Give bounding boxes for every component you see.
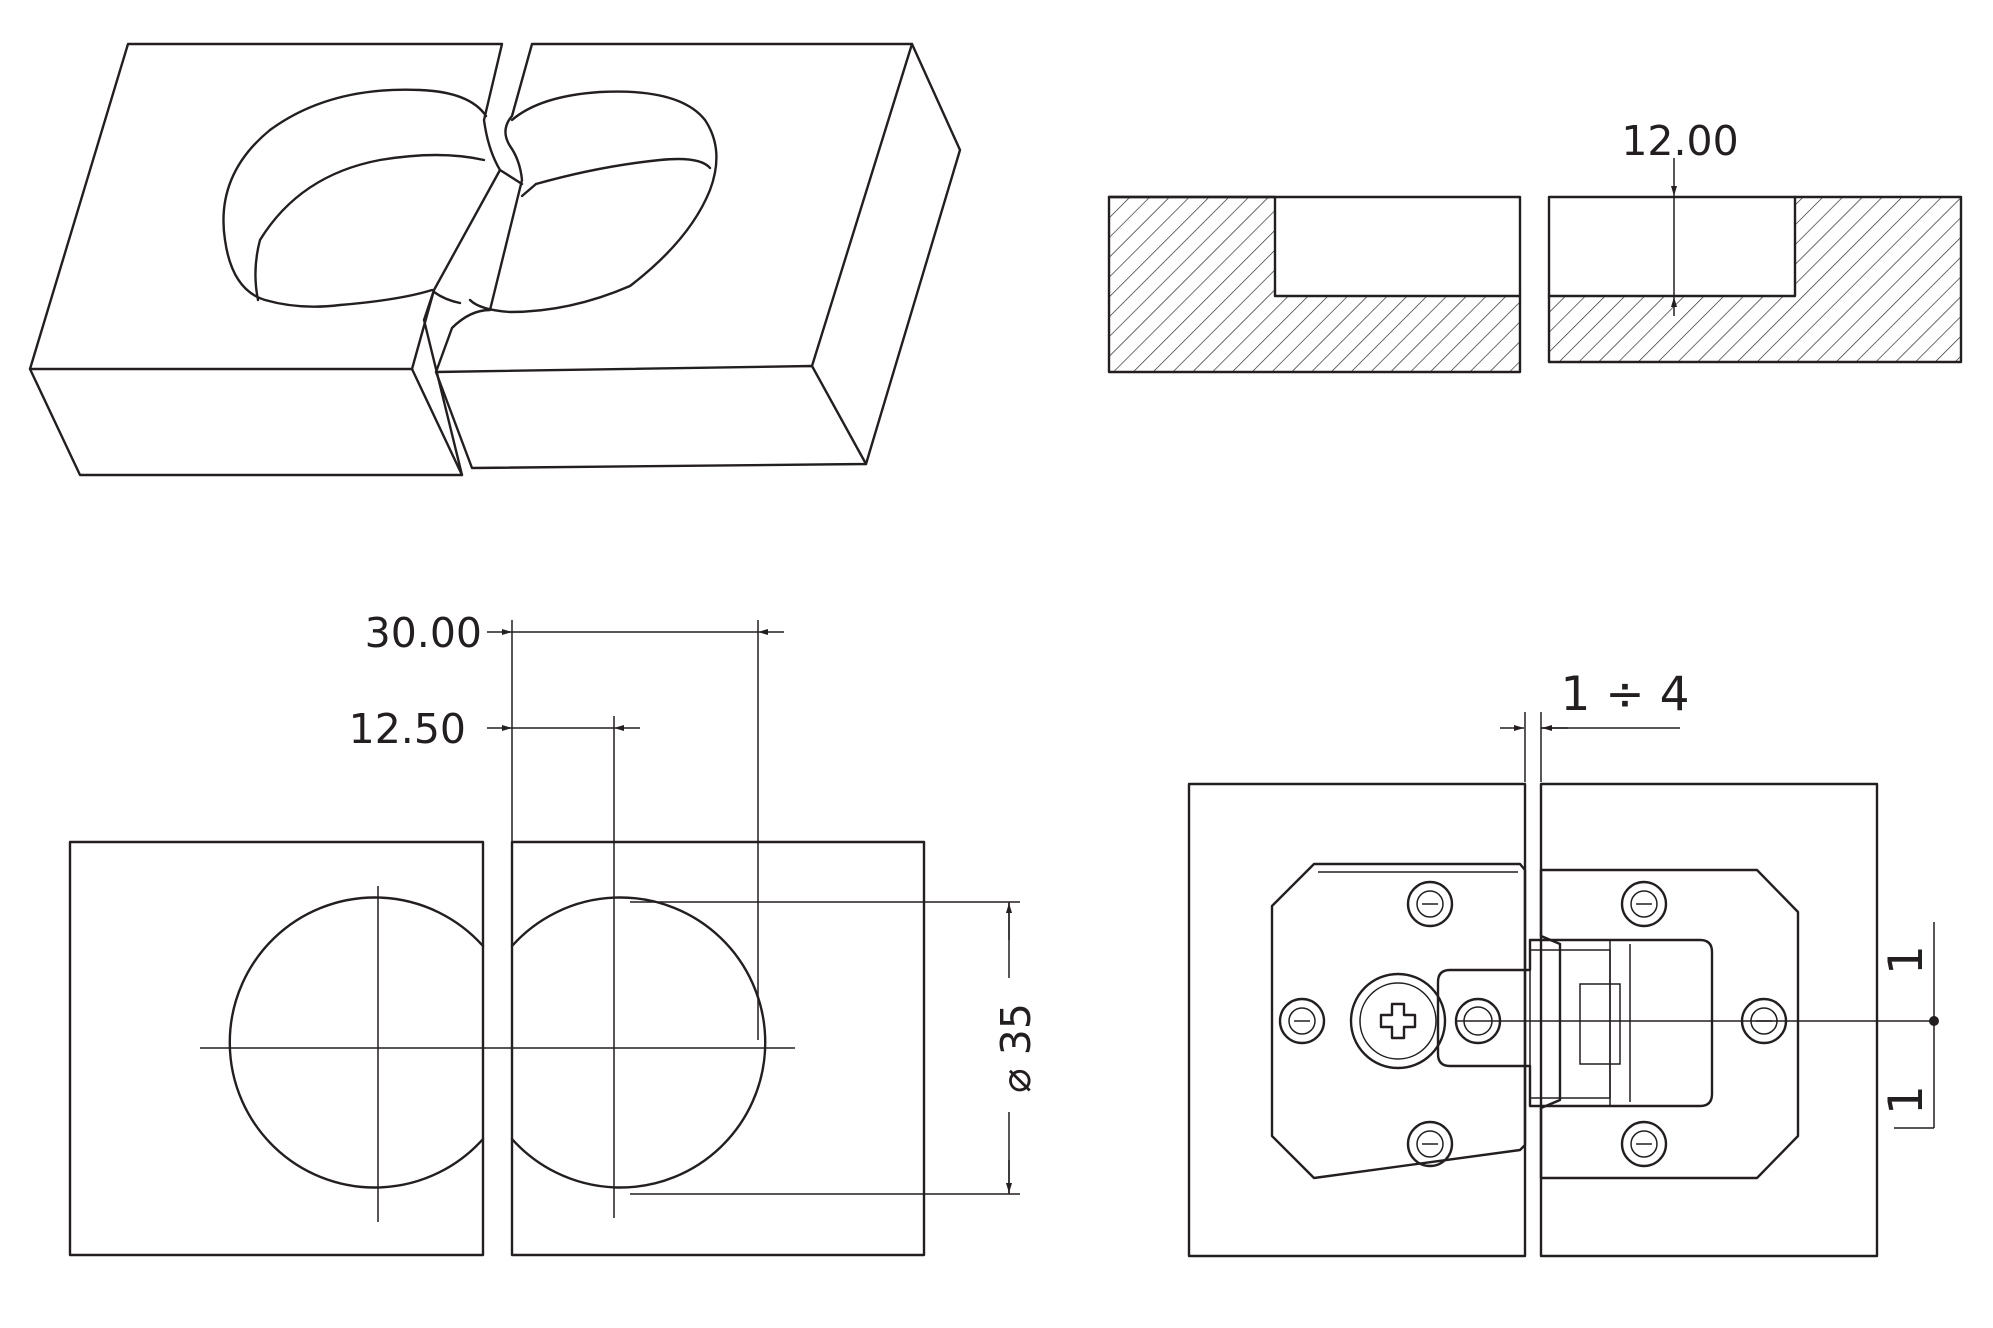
adjustment-screw: [1349, 972, 1447, 1070]
isometric-view: [28, 42, 962, 477]
hinge-cup-plate: [1539, 868, 1800, 1180]
iso-right-block: [434, 42, 962, 470]
dim-door-gap: 1 ÷ 4: [1560, 667, 1689, 722]
iso-left-block: [28, 42, 504, 477]
plan-view: 30.00 12.50 ⌀ 35: [68, 609, 1040, 1257]
dim-recess-depth: 12.00: [1621, 117, 1738, 165]
iso-right-hole: [468, 90, 718, 314]
iso-left-hole: [222, 88, 488, 308]
hinge-door-panel: [1539, 782, 1879, 1258]
dim-hole-diameter: ⌀ 35: [992, 1003, 1040, 1093]
iso-slot-edge: [498, 168, 524, 186]
dim-adjust-up: 1: [1879, 945, 1934, 975]
hinge-cabinet-panel: [1187, 782, 1527, 1258]
plan-right-hole: [510, 896, 767, 1189]
mounting-plate: [1270, 862, 1527, 1180]
dim-hole-offset: 12.50: [349, 705, 466, 753]
hinge-arm: [1436, 938, 1714, 1108]
dim-adjust-down: 1: [1879, 1085, 1934, 1115]
dim-hole-spacing: 30.00: [365, 609, 482, 657]
section-view: 12.00: [1107, 117, 1963, 374]
hinge-view: 1 ÷ 4 1 1: [1187, 667, 1939, 1258]
plan-left-hole: [228, 896, 485, 1189]
fixing-screws: [1278, 880, 1788, 1168]
